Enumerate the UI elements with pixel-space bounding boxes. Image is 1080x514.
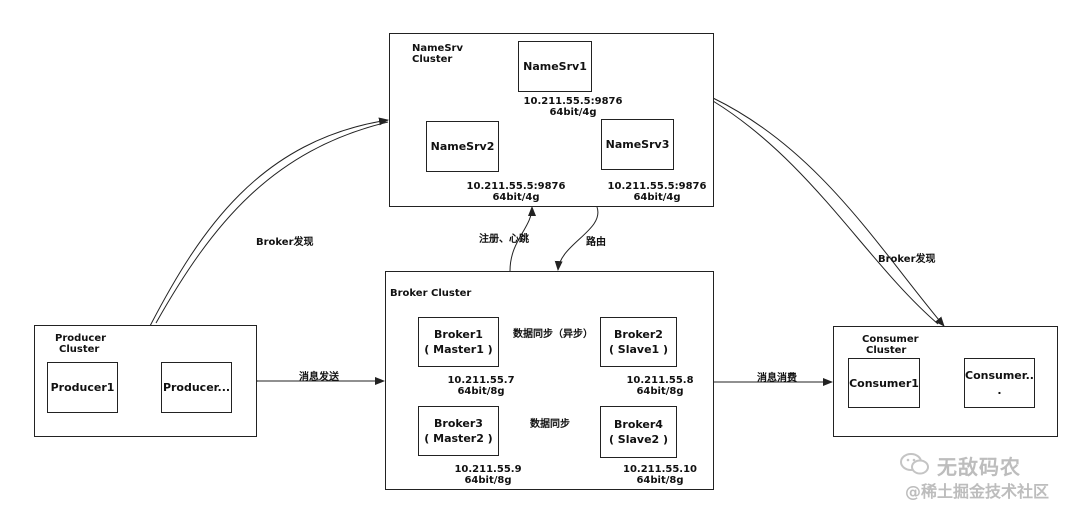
watermark-line2: @稀土掘金技术社区 — [905, 482, 1050, 501]
consumer1-node: Consumer1 — [848, 358, 920, 408]
namesrv1-node: NameSrv1 — [518, 41, 592, 92]
namesrv2-spec: 64bit/4g — [492, 192, 540, 203]
broker2-line2: ( Slave1 ) — [608, 343, 669, 356]
edge-register-heartbeat — [509, 206, 536, 272]
label-route: 路由 — [586, 237, 606, 248]
label-broker-discovery-right: Broker发现 — [878, 254, 936, 265]
broker3-line1: Broker3 — [434, 417, 483, 430]
namesrv2-node: NameSrv2 — [426, 121, 499, 172]
label-sync-async: 数据同步（异步） — [513, 329, 593, 340]
broker2-spec: 64bit/8g — [636, 386, 684, 397]
producer1-node: Producer1 — [47, 362, 118, 413]
namesrv1-spec: 64bit/4g — [549, 107, 597, 118]
producer-more-node: Producer... — [161, 362, 232, 413]
namesrv-cluster-title-line1: NameSrv — [412, 43, 463, 54]
producer-cluster-title-line2: Cluster — [59, 344, 100, 355]
consumer-cluster-title-line1: Consumer — [862, 334, 919, 345]
broker3-addr: 10.211.55.9 — [454, 464, 522, 475]
label-broker-discovery-left: Broker发现 — [256, 237, 314, 248]
broker3-line2: ( Master2 ) — [424, 432, 493, 445]
broker1-line1: Broker1 — [434, 328, 483, 341]
broker1-node: Broker1 ( Master1 ) — [418, 317, 499, 367]
broker-cluster-title: Broker Cluster — [390, 288, 472, 299]
namesrv-cluster-title-line2: Cluster — [412, 54, 453, 65]
label-message-send: 消息发送 — [299, 372, 339, 383]
broker1-addr: 10.211.55.7 — [447, 375, 515, 386]
namesrv2-name: NameSrv2 — [430, 140, 495, 153]
edge-route — [554, 206, 599, 271]
broker2-node: Broker2 ( Slave1 ) — [600, 317, 677, 367]
consumer-more-dot: . — [997, 384, 1002, 397]
namesrv1-name: NameSrv1 — [523, 60, 587, 73]
edge-broker-discovery-right-a — [703, 90, 945, 327]
broker4-spec: 64bit/8g — [636, 475, 684, 486]
namesrv2-addr: 10.211.55.5:9876 — [466, 181, 566, 192]
namesrv3-spec: 64bit/4g — [633, 192, 681, 203]
edge-broker-discovery-right-b — [712, 100, 939, 325]
label-sync: 数据同步 — [530, 419, 570, 430]
consumer-more-name: Consumer.. — [965, 369, 1034, 382]
namesrv3-node: NameSrv3 — [601, 119, 674, 170]
broker4-line2: ( Slave2 ) — [608, 433, 669, 446]
broker3-node: Broker3 ( Master2 ) — [418, 406, 499, 456]
producer-cluster-title-line1: Producer — [55, 333, 107, 344]
edge-broker-discovery-left-a — [142, 117, 389, 336]
namesrv3-name: NameSrv3 — [605, 138, 670, 151]
label-register-heartbeat: 注册、心跳 — [479, 234, 529, 245]
producer1-name: Producer1 — [50, 381, 115, 394]
label-message-consume: 消息消费 — [757, 373, 797, 384]
broker4-node: Broker4 ( Slave2 ) — [600, 406, 677, 458]
broker2-line1: Broker2 — [614, 328, 663, 341]
broker2-addr: 10.211.55.8 — [626, 375, 694, 386]
broker1-line2: ( Master1 ) — [424, 343, 493, 356]
watermark-line1: 无敌码农 — [937, 455, 1021, 479]
broker1-spec: 64bit/8g — [457, 386, 505, 397]
broker4-line1: Broker4 — [614, 418, 663, 431]
namesrv1-addr: 10.211.55.5:9876 — [523, 96, 623, 107]
edge-broker-discovery-left-b — [155, 121, 389, 324]
producer-more-name: Producer... — [162, 381, 231, 394]
broker4-addr: 10.211.55.10 — [622, 464, 698, 475]
consumer-more-node: Consumer... — [964, 358, 1035, 408]
namesrv3-addr: 10.211.55.5:9876 — [607, 181, 707, 192]
consumer-cluster-title-line2: Cluster — [866, 345, 907, 356]
broker3-spec: 64bit/8g — [464, 475, 512, 486]
wechat-logo-icon — [900, 453, 929, 475]
consumer1-name: Consumer1 — [849, 376, 919, 390]
